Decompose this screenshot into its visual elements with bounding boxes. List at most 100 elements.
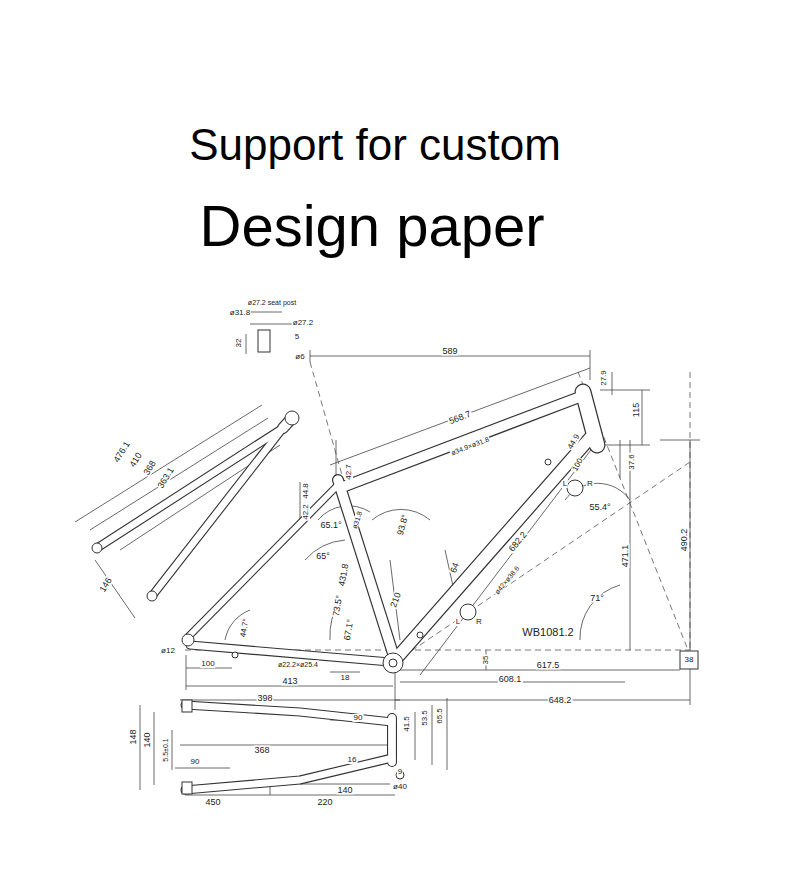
dimension-line xyxy=(186,686,393,687)
dimension-label: ø27.2 xyxy=(292,319,314,327)
tube-outline xyxy=(188,485,338,637)
reference-line xyxy=(578,372,690,655)
dimension-label: ø34.9×ø31.8 xyxy=(449,435,491,457)
reference-line xyxy=(690,372,691,652)
dimension-label: ø27.2 seat post xyxy=(247,299,297,306)
dimension-label: ø22.2×ø25.4 xyxy=(277,661,319,668)
dimension-label: 32 xyxy=(235,338,243,349)
tube-outline xyxy=(97,428,283,548)
tube-inner xyxy=(152,428,283,596)
dimension-label: ø6 xyxy=(294,353,305,361)
tube-inner xyxy=(340,395,585,488)
reference-line xyxy=(310,362,395,662)
dimension-line xyxy=(395,672,396,710)
dimension-label: 682.2 xyxy=(507,530,530,555)
dimension-line xyxy=(630,440,631,650)
dimension-line xyxy=(600,445,650,446)
dimension-line xyxy=(180,700,400,701)
frame-detail xyxy=(460,604,476,620)
dimension-line xyxy=(140,705,141,790)
frame-detail xyxy=(389,659,397,667)
dimension-label: WB1081.2 xyxy=(521,627,574,638)
dimension-line xyxy=(400,670,680,671)
dimension-label: 35 xyxy=(482,655,490,666)
dimension-label: 90 xyxy=(353,714,364,722)
dimension-line xyxy=(185,795,395,796)
frame-detail xyxy=(285,411,299,425)
dimension-line xyxy=(95,560,135,618)
tube-inner xyxy=(190,645,390,662)
dimension-line xyxy=(432,705,433,765)
dimension-label: 65.1° xyxy=(319,521,342,530)
dimension-label: 210 xyxy=(389,590,403,609)
tube-inner xyxy=(338,480,395,660)
frame-detail xyxy=(417,632,423,638)
frame-detail xyxy=(680,651,698,669)
dimension-line xyxy=(154,712,155,785)
dimension-line xyxy=(447,698,448,770)
dimension-label: 90 xyxy=(190,758,201,766)
dimension-line xyxy=(186,655,187,690)
tube-outline xyxy=(395,438,590,660)
dimension-line xyxy=(642,390,643,445)
dimension-label: 146 xyxy=(98,575,115,594)
dimension-line xyxy=(180,745,395,746)
angle-arc xyxy=(225,610,250,640)
dimension-line xyxy=(300,784,390,785)
dimension-label: 413 xyxy=(281,677,298,686)
dimension-line xyxy=(395,700,690,701)
tube-inner xyxy=(388,718,396,762)
page-subtitle: Design paper xyxy=(200,197,545,255)
dimension-label: 100 xyxy=(200,660,215,668)
dimension-label: ø42×ø38.6 xyxy=(493,564,522,596)
dimension-label: 148 xyxy=(129,728,138,745)
frame-detail xyxy=(545,459,551,465)
dimension-label: 648.2 xyxy=(548,696,573,705)
dimension-label: 55.4° xyxy=(588,503,611,512)
tube-inner xyxy=(97,428,283,548)
dimension-label: L xyxy=(562,480,568,488)
dimension-label: 53.5 xyxy=(421,709,429,727)
dimension-label: 363.1 xyxy=(156,465,177,491)
dimension-label: R xyxy=(586,480,594,488)
tube-inner xyxy=(185,758,392,790)
dimension-line xyxy=(330,368,590,465)
tube-outline xyxy=(185,758,392,790)
dimension-line xyxy=(415,712,416,760)
angle-arc xyxy=(305,540,345,560)
tube-inner xyxy=(188,485,338,637)
dimension-label: 38 xyxy=(684,656,695,664)
dimension-line xyxy=(330,672,360,673)
dimension-label: 42.7 xyxy=(345,463,353,481)
dimension-line xyxy=(420,438,600,675)
dimension-label: 9 xyxy=(397,768,403,776)
dimension-label: 608.1 xyxy=(498,675,523,684)
tube-inner xyxy=(97,392,597,790)
dimension-label: 93.8° xyxy=(396,513,411,538)
tube-outline xyxy=(185,705,392,722)
angle-arc xyxy=(580,585,620,640)
dimension-label: 140 xyxy=(336,786,353,795)
dimension-line xyxy=(90,418,268,530)
dimension-label: 5.5±0.1 xyxy=(162,737,169,762)
tube-inner xyxy=(395,438,590,660)
frame-detail xyxy=(232,652,238,658)
dimension-label: L xyxy=(455,618,461,626)
reference-line xyxy=(185,362,692,662)
dimension-label: 71° xyxy=(589,594,605,603)
dimension-label: 471.1 xyxy=(621,544,630,569)
dimension-label: 44.8 xyxy=(302,482,310,500)
dimension-label: 41.5 xyxy=(403,715,411,733)
dimension-line xyxy=(600,390,650,391)
dimension-line xyxy=(310,350,311,362)
tube-outline xyxy=(340,395,585,488)
dimension-line xyxy=(690,440,691,650)
dimension-label: 5 xyxy=(294,333,300,341)
dimension-label: 115 xyxy=(632,402,641,418)
dimension-label: 65.5 xyxy=(436,707,444,725)
dimension-label: 37.6 xyxy=(628,453,636,471)
dimension-label: 617.5 xyxy=(536,661,561,670)
dimension-line xyxy=(172,730,173,770)
dimension-label: ø40 xyxy=(392,783,408,791)
